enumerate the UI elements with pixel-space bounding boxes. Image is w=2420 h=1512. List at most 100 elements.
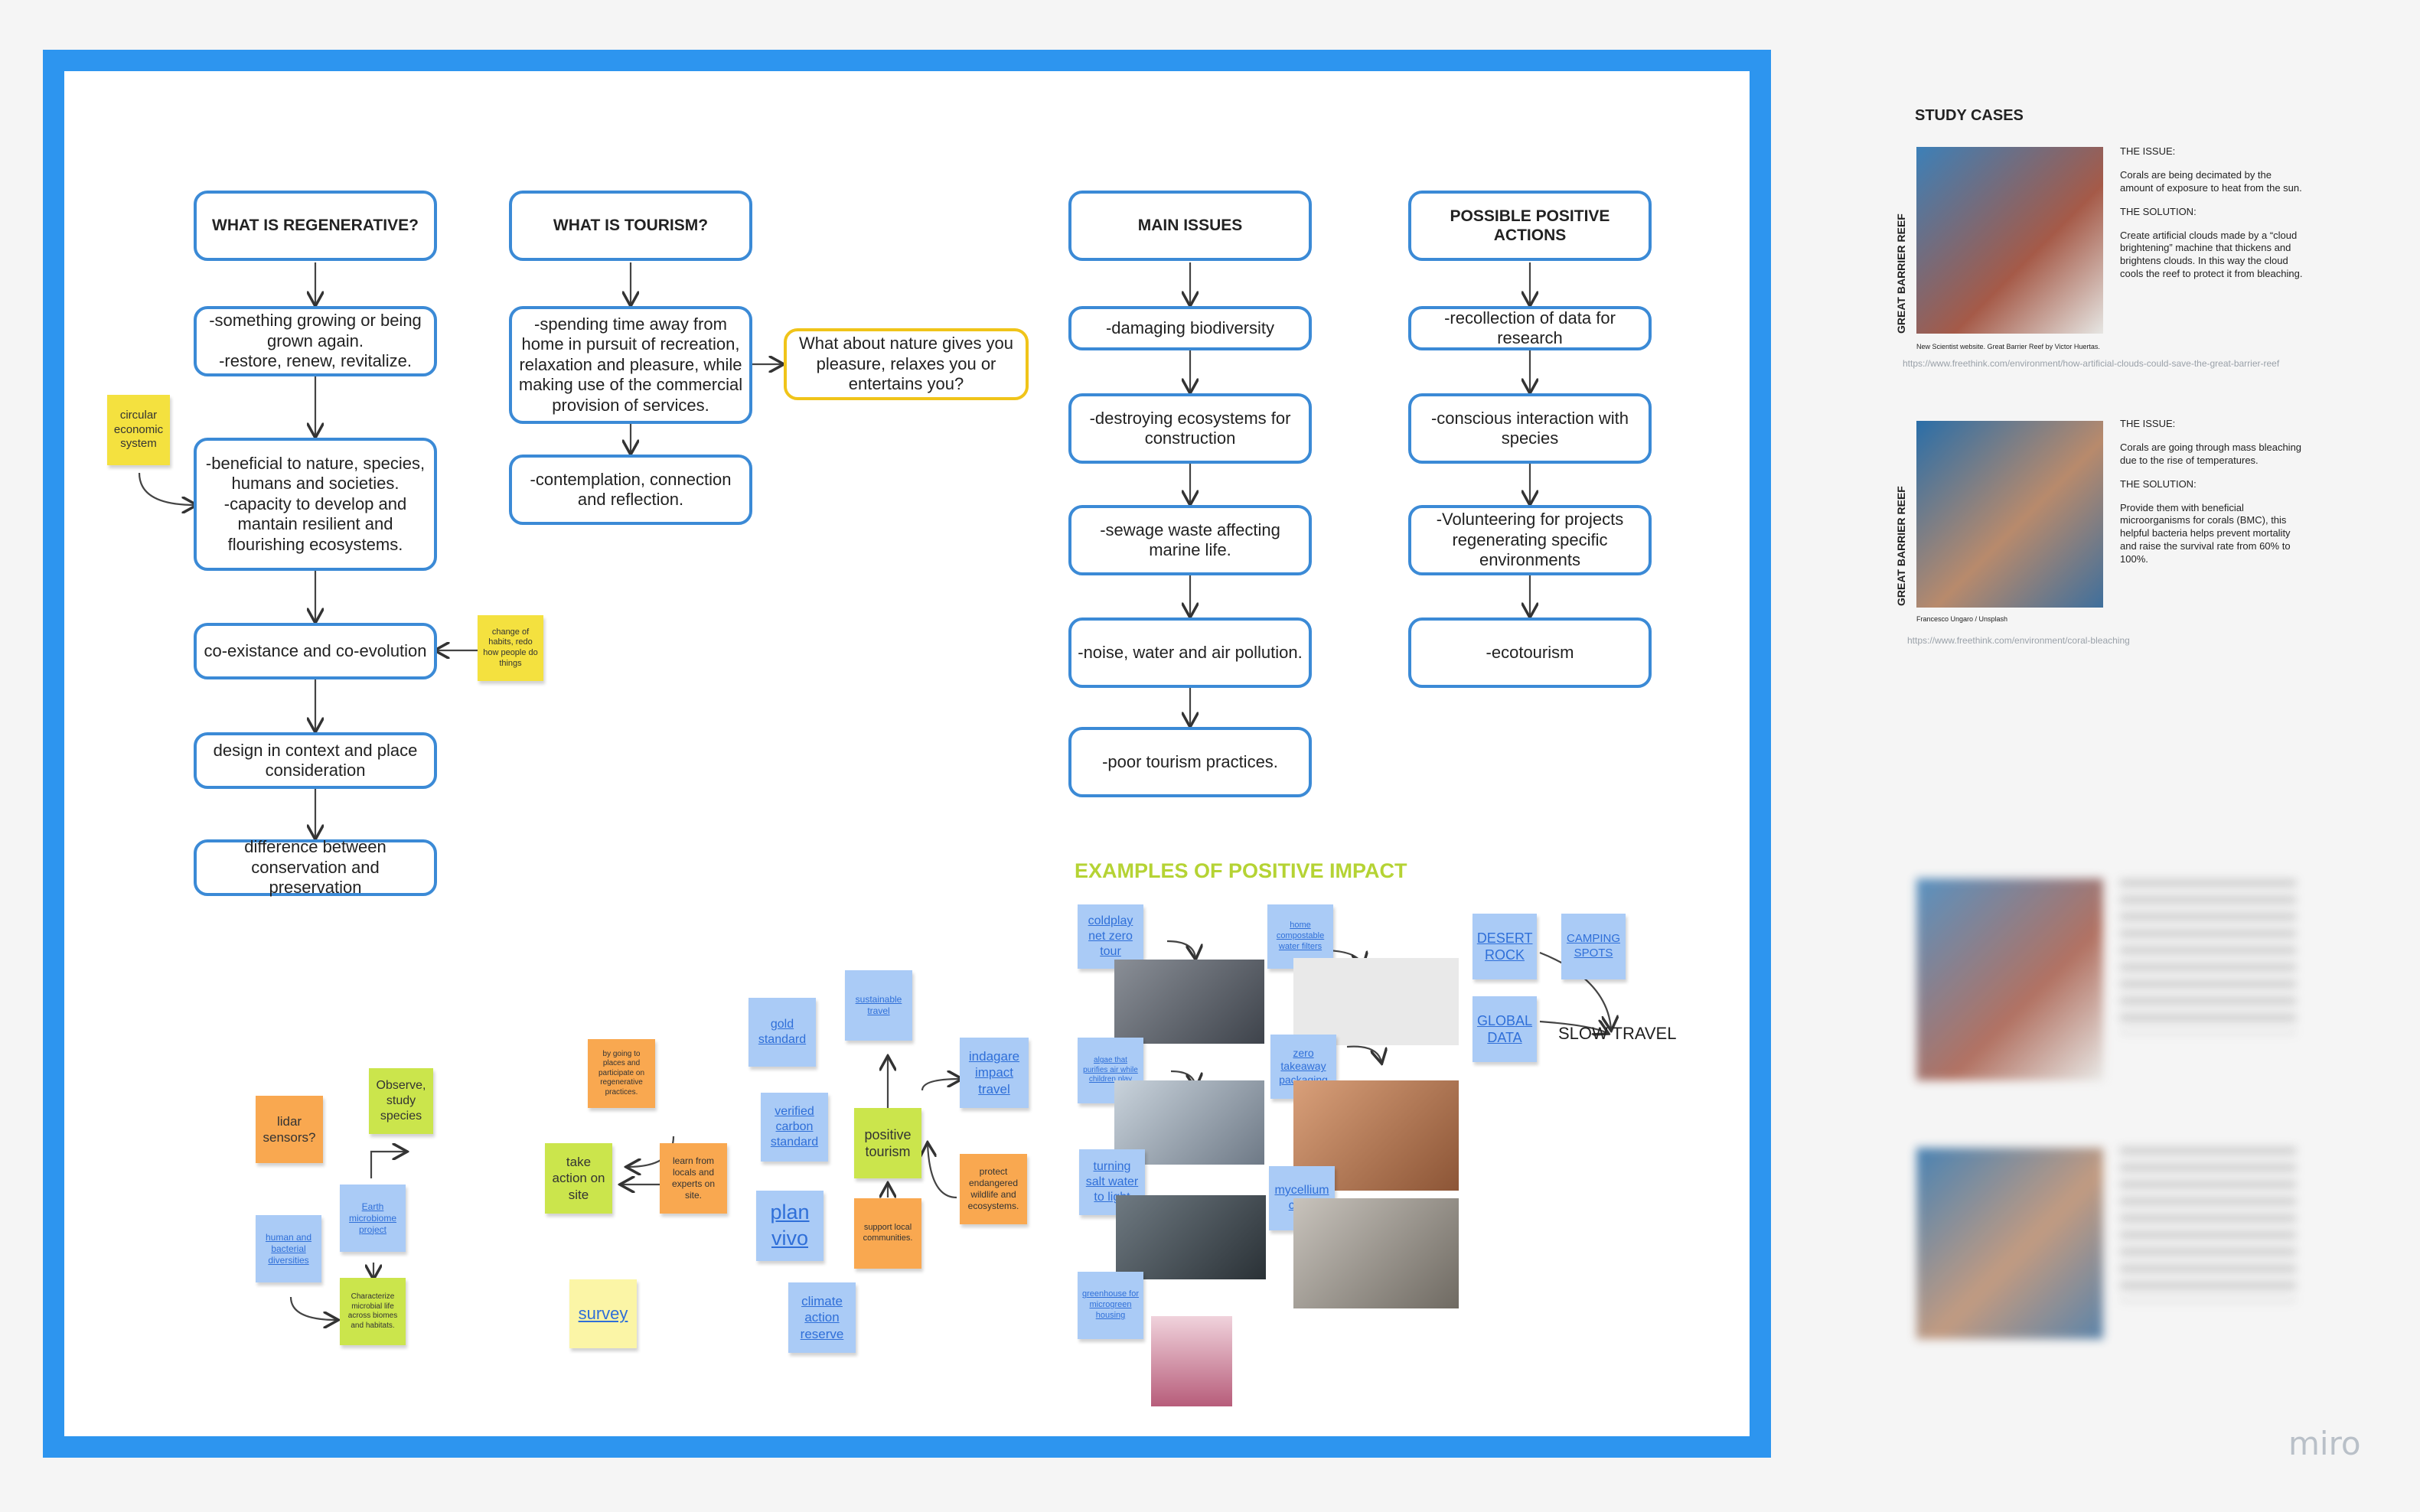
- blurred-coral-photo-2: [1916, 1148, 2103, 1339]
- header-tourism[interactable]: WHAT IS TOURISM?: [509, 191, 752, 261]
- coldplay-photo: [1114, 960, 1264, 1044]
- action-item-3-text: -Volunteering for projects regenerating …: [1436, 510, 1624, 570]
- case-1-url[interactable]: https://www.freethink.com/environment/ho…: [1903, 358, 2280, 369]
- blurred-text-1: [2120, 880, 2296, 1033]
- sticky-verified-carbon[interactable]: verified carbon standard: [761, 1093, 828, 1162]
- sticky-plan-vivo-link[interactable]: plan vivo: [770, 1201, 810, 1250]
- tourism-item-1-text: -spending time away from home in pursuit…: [518, 314, 743, 415]
- sticky-desert-rock-link[interactable]: DESERT ROCK: [1476, 930, 1533, 963]
- sticky-algae[interactable]: algae that purifies air while children p…: [1078, 1038, 1143, 1103]
- sticky-sustainable-travel[interactable]: sustainable travel: [845, 970, 912, 1041]
- sticky-gold-standard[interactable]: gold standard: [749, 998, 816, 1067]
- sticky-positive-tourism[interactable]: positive tourism: [854, 1108, 921, 1178]
- sticky-algae-link[interactable]: algae that purifies air while children p…: [1083, 1056, 1138, 1084]
- sticky-change-habits[interactable]: change of habits, redo how people do thi…: [478, 615, 543, 681]
- regen-item-2[interactable]: -beneficial to nature, species, humans a…: [194, 438, 437, 571]
- regen-item-1[interactable]: -something growing or being grown again.…: [194, 306, 437, 376]
- salt-water-photo: [1116, 1195, 1266, 1279]
- sticky-climate-reserve-link[interactable]: climate action reserve: [800, 1294, 844, 1341]
- sticky-observe[interactable]: Observe, study species: [369, 1068, 433, 1134]
- sticky-survey[interactable]: survey: [569, 1279, 637, 1348]
- action-item-2-text: -conscious interaction with species: [1430, 408, 1629, 448]
- header-positive-actions-label: POSSIBLE POSITIVE ACTIONS: [1450, 207, 1610, 244]
- sticky-camping-spots[interactable]: CAMPING SPOTS: [1561, 914, 1626, 979]
- regen-item-2-text: -beneficial to nature, species, humans a…: [205, 454, 426, 554]
- issue-item-5[interactable]: -poor tourism practices.: [1068, 727, 1312, 797]
- sticky-support-local[interactable]: support local communities.: [854, 1198, 921, 1269]
- sticky-plan-vivo[interactable]: plan vivo: [756, 1191, 824, 1261]
- regen-item-3-text: co-existance and co-evolution: [204, 640, 427, 660]
- action-item-1-text: -recollection of data for research: [1444, 308, 1616, 347]
- sticky-human-bacterial[interactable]: human and bacterial diversities: [256, 1215, 321, 1282]
- sticky-circular-economy[interactable]: circular economic system: [107, 395, 170, 465]
- blurred-coral-photo-1: [1916, 878, 2103, 1080]
- action-item-4[interactable]: -ecotourism: [1408, 618, 1652, 688]
- sticky-greenhouse[interactable]: greenhouse for microgreen housing: [1078, 1272, 1143, 1339]
- action-item-3[interactable]: -Volunteering for projects regenerating …: [1408, 505, 1652, 575]
- sticky-support-local-text: support local communities.: [863, 1223, 913, 1243]
- regen-item-5[interactable]: difference between conservation and pres…: [194, 837, 437, 897]
- sticky-camping-spots-link[interactable]: CAMPING SPOTS: [1566, 932, 1620, 960]
- action-item-2[interactable]: -conscious interaction with species: [1408, 393, 1652, 464]
- sticky-sustainable-travel-link[interactable]: sustainable travel: [855, 994, 902, 1016]
- case-2-url[interactable]: https://www.freethink.com/environment/co…: [1907, 635, 2130, 646]
- tourism-item-2-text: -contemplation, connection and reflectio…: [530, 469, 732, 509]
- regen-item-4[interactable]: design in context and place consideratio…: [194, 732, 437, 789]
- case-2-coral-photo: [1916, 421, 2103, 608]
- action-item-4-text: -ecotourism: [1486, 642, 1574, 662]
- header-regenerative[interactable]: WHAT IS REGENERATIVE?: [194, 191, 437, 261]
- sticky-earth-microbiome-link[interactable]: Earth microbiome project: [348, 1201, 396, 1235]
- sticky-global-data-link[interactable]: GLOBAL DATA: [1477, 1012, 1533, 1046]
- sticky-observe-text: Observe, study species: [376, 1079, 426, 1123]
- issue-item-3[interactable]: -sewage waste affecting marine life.: [1068, 505, 1312, 575]
- case-2-solution-label: THE SOLUTION:: [2120, 477, 2197, 490]
- greenhouse-photo: [1151, 1316, 1232, 1406]
- sticky-indagare-link[interactable]: indagare impact travel: [968, 1049, 1020, 1097]
- sticky-indagare[interactable]: indagare impact travel: [960, 1038, 1029, 1108]
- sticky-global-data[interactable]: GLOBAL DATA: [1473, 996, 1537, 1062]
- case-2-issue: Corals are going through mass bleaching …: [2120, 441, 2302, 466]
- tourism-item-1[interactable]: -spending time away from home in pursuit…: [509, 306, 752, 424]
- sticky-human-bacterial-link[interactable]: human and bacterial diversities: [265, 1231, 312, 1266]
- sticky-survey-link[interactable]: survey: [578, 1304, 628, 1324]
- sticky-lidar-text: lidar sensors?: [263, 1113, 316, 1145]
- issue-item-1[interactable]: -damaging biodiversity: [1068, 306, 1312, 350]
- water-filters-photo: [1293, 958, 1459, 1045]
- sticky-going-places[interactable]: by going to places and participate on re…: [588, 1039, 655, 1108]
- sticky-characterize[interactable]: Characterize microbial life across biome…: [340, 1278, 406, 1345]
- sticky-greenhouse-link[interactable]: greenhouse for microgreen housing: [1082, 1289, 1139, 1320]
- regen-item-3[interactable]: co-existance and co-evolution: [194, 623, 437, 679]
- sticky-climate-reserve[interactable]: climate action reserve: [788, 1282, 856, 1353]
- study-cases-title: STUDY CASES: [1915, 107, 2024, 124]
- issue-item-5-text: -poor tourism practices.: [1102, 751, 1278, 771]
- examples-title: EXAMPLES OF POSITIVE IMPACT: [1075, 859, 1407, 882]
- sticky-earth-microbiome[interactable]: Earth microbiome project: [340, 1185, 406, 1252]
- sticky-lidar[interactable]: lidar sensors?: [256, 1096, 323, 1163]
- case-2-solution: Provide them with beneficial microorgani…: [2120, 501, 2291, 565]
- slow-travel-text[interactable]: SLOW TRAVEL: [1558, 1024, 1677, 1043]
- sticky-take-action[interactable]: take action on site: [545, 1143, 612, 1214]
- action-item-1[interactable]: -recollection of data for research: [1408, 306, 1652, 350]
- issue-item-4[interactable]: -noise, water and air pollution.: [1068, 618, 1312, 688]
- sticky-gold-standard-link[interactable]: gold standard: [758, 1018, 807, 1046]
- sticky-protect-wildlife[interactable]: protect endangered wildlife and ecosyste…: [960, 1154, 1027, 1224]
- case-1-issue-label: THE ISSUE:: [2120, 145, 2176, 157]
- tourism-item-2[interactable]: -contemplation, connection and reflectio…: [509, 455, 752, 525]
- sticky-desert-rock[interactable]: DESERT ROCK: [1473, 914, 1537, 979]
- tourism-side-note[interactable]: What about nature gives you pleasure, re…: [784, 328, 1029, 400]
- issue-item-2[interactable]: -destroying ecosystems for construction: [1068, 393, 1312, 464]
- header-positive-actions[interactable]: POSSIBLE POSITIVE ACTIONS: [1408, 191, 1652, 261]
- sticky-coldplay[interactable]: coldplay net zero tour: [1078, 904, 1143, 969]
- sticky-characterize-text: Characterize microbial life across biome…: [347, 1292, 398, 1330]
- sticky-water-filters-link[interactable]: home compostable water filters: [1276, 921, 1325, 951]
- case-2-side-label: GREAT BARRIER REEF: [1895, 486, 1907, 606]
- sticky-verified-carbon-link[interactable]: verified carbon standard: [770, 1105, 819, 1149]
- header-main-issues[interactable]: MAIN ISSUES: [1068, 191, 1312, 261]
- regen-item-1-text: -something growing or being grown again.…: [209, 311, 422, 371]
- header-main-issues-label: MAIN ISSUES: [1137, 217, 1243, 235]
- sticky-take-action-text: take action on site: [552, 1155, 605, 1202]
- sticky-learn-locals[interactable]: learn from locals and experts on site.: [660, 1143, 727, 1214]
- blurred-text-2: [2120, 1148, 2296, 1301]
- sticky-learn-locals-text: learn from locals and experts on site.: [671, 1155, 716, 1201]
- sticky-coldplay-link[interactable]: coldplay net zero tour: [1088, 914, 1133, 958]
